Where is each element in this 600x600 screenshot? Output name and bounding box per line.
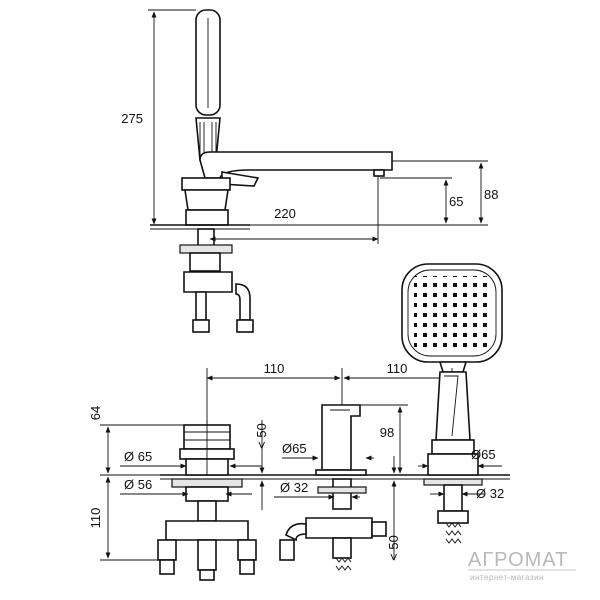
tee-side [371, 521, 387, 537]
shower-neck [438, 361, 468, 373]
dim-max-50-bottom: < 50 [386, 535, 401, 561]
outlet-left-3-end [239, 559, 255, 575]
spout-aerator [373, 169, 385, 177]
dim-110-left: 110 [264, 361, 285, 376]
outlet-left-2 [197, 539, 217, 571]
watermark-tagline: интернет-магазин [470, 573, 544, 582]
valve-body-top [181, 177, 231, 191]
outlet-left-1-end [159, 559, 175, 575]
outlet-left-3 [237, 539, 257, 561]
mounting-plate [179, 244, 233, 254]
nut-right [437, 510, 469, 524]
side-elevation-view: 275 220 65 88 [121, 9, 498, 333]
holder-top [431, 439, 475, 455]
dim-88: 88 [484, 187, 498, 202]
watermark: АГРОМАТ интернет-магазин [468, 549, 576, 582]
shank-right [443, 484, 463, 512]
dim-275: 275 [121, 111, 143, 126]
mounting-plate-right [423, 478, 483, 486]
spout-front-base [315, 469, 367, 476]
dim-dia-65-right: Ø65 [471, 447, 496, 462]
valve-body [184, 189, 229, 211]
outlet-left-2-end [199, 569, 215, 581]
shower-head-front-view [401, 263, 503, 373]
dim-dia-65-left: Ø 65 [124, 449, 152, 464]
dim-110-right: 110 [387, 361, 408, 376]
thread-middle [335, 557, 352, 563]
dim-65: 65 [449, 194, 463, 209]
pipe-right [235, 283, 251, 321]
dim-dia-65-middle: Ø65 [282, 441, 307, 456]
front-elevation-view: 110 110 [88, 361, 510, 581]
dim-dia-32-right: Ø 32 [476, 486, 504, 501]
hose-elbow [285, 522, 307, 542]
dim-98: 98 [380, 425, 394, 440]
mounting-plate-middle [317, 486, 367, 494]
pipe-left [195, 291, 207, 321]
connector-block [183, 271, 233, 293]
manifold-left [165, 520, 249, 541]
shank-middle [332, 478, 352, 510]
shower-spray-holes [414, 276, 490, 350]
thread-right [445, 522, 462, 528]
dim-max-50-top: < 50 [254, 423, 269, 449]
dim-64: 64 [88, 406, 103, 420]
shank-left [197, 500, 217, 522]
dim-dia-32-middle: Ø 32 [280, 480, 308, 495]
mounting-nut-left [185, 486, 229, 502]
valve-base [185, 209, 229, 226]
tee-outlet [332, 537, 352, 559]
pipe-left-end [192, 319, 210, 333]
outlet-left-1 [157, 539, 177, 561]
dim-220: 220 [274, 206, 296, 221]
mounting-plate-left [171, 478, 243, 488]
hose-connector [279, 539, 295, 561]
mounting-nut [189, 252, 221, 272]
dim-dia-56: Ø 56 [124, 477, 152, 492]
dim-110-vertical: 110 [88, 508, 103, 529]
watermark-brand: АГРОМАТ [468, 549, 568, 571]
spout [199, 151, 393, 179]
spout-front-body [321, 404, 361, 471]
tee-middle [305, 517, 373, 539]
pipe-right-end [236, 319, 254, 333]
